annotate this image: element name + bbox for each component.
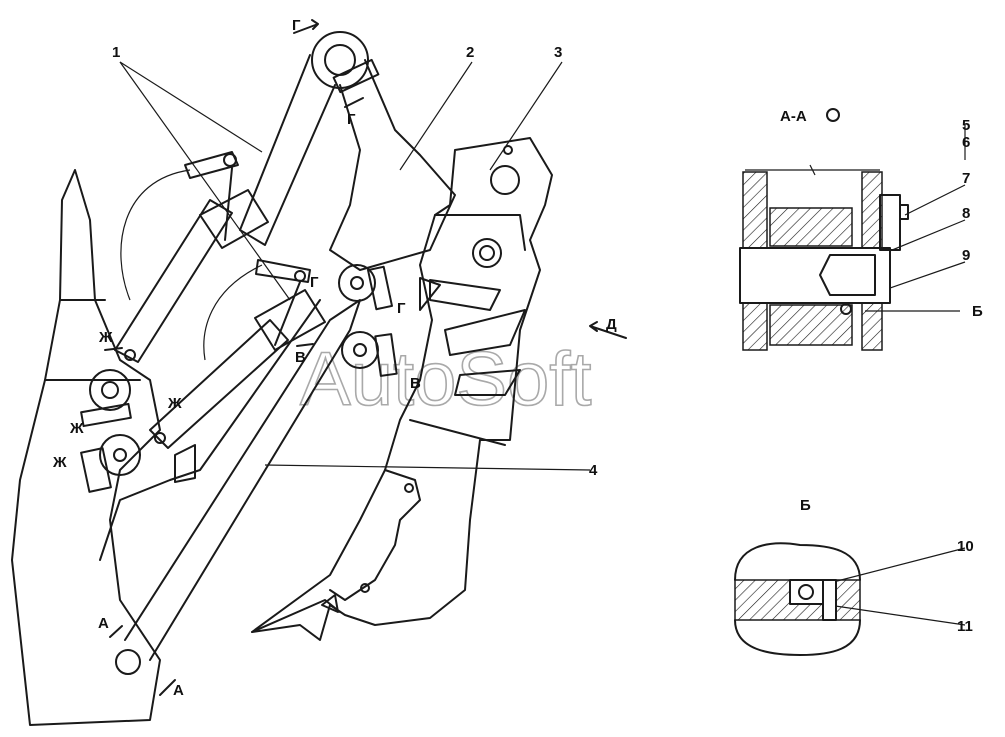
main-beam — [329, 59, 456, 271]
callout-6: 6 — [962, 134, 970, 151]
callout-4: 4 — [589, 462, 598, 479]
pivot-pins — [338, 264, 441, 377]
callout-10: 10 — [957, 538, 974, 555]
mark-g-top: Г — [292, 17, 301, 34]
watermark-text: AutoSoft — [300, 337, 592, 422]
callout-1: 1 — [112, 44, 120, 61]
section-arrows — [104, 19, 627, 696]
mark-d: Д — [606, 316, 617, 333]
mark-g-right-2: Г — [397, 300, 406, 317]
mounting-frame — [11, 169, 161, 726]
detail-b-title: Б — [800, 497, 811, 514]
callout-3: 3 — [554, 44, 562, 61]
mark-a-bottom: А — [173, 682, 184, 699]
callout-9: 9 — [962, 247, 970, 264]
upper-cylinder — [114, 151, 269, 363]
upper-link — [239, 31, 380, 246]
mark-zh-3: Ж — [69, 420, 84, 437]
mark-v-right: В — [410, 375, 421, 392]
section-aa-view: А-А — [739, 108, 909, 351]
section-aa-title: А-А — [780, 108, 807, 125]
callout-2: 2 — [466, 44, 474, 61]
callout-11: 11 — [957, 618, 973, 635]
callout-5: 5 — [962, 117, 970, 134]
mark-b-ref: Б — [972, 303, 983, 320]
callout-numbers: 1 2 3 4 5 6 7 8 9 10 11 — [112, 44, 974, 635]
detail-b-view: Б — [734, 497, 861, 656]
section-markers: Г Г Г Г В В Ж Ж Ж Ж Д А А Б — [52, 17, 983, 699]
mark-zh-4: Ж — [52, 454, 67, 471]
mark-zh-2: Ж — [167, 395, 182, 412]
mark-zh-1: Ж — [98, 329, 113, 346]
mark-g-right: Г — [310, 274, 319, 291]
mark-g-mid: Г — [347, 111, 356, 128]
mark-a-top: А — [98, 615, 109, 632]
lower-cylinder — [149, 259, 326, 483]
mark-v-left: В — [295, 349, 306, 366]
callout-8: 8 — [962, 205, 970, 222]
callout-7: 7 — [962, 170, 970, 187]
leader-lines — [119, 61, 966, 626]
